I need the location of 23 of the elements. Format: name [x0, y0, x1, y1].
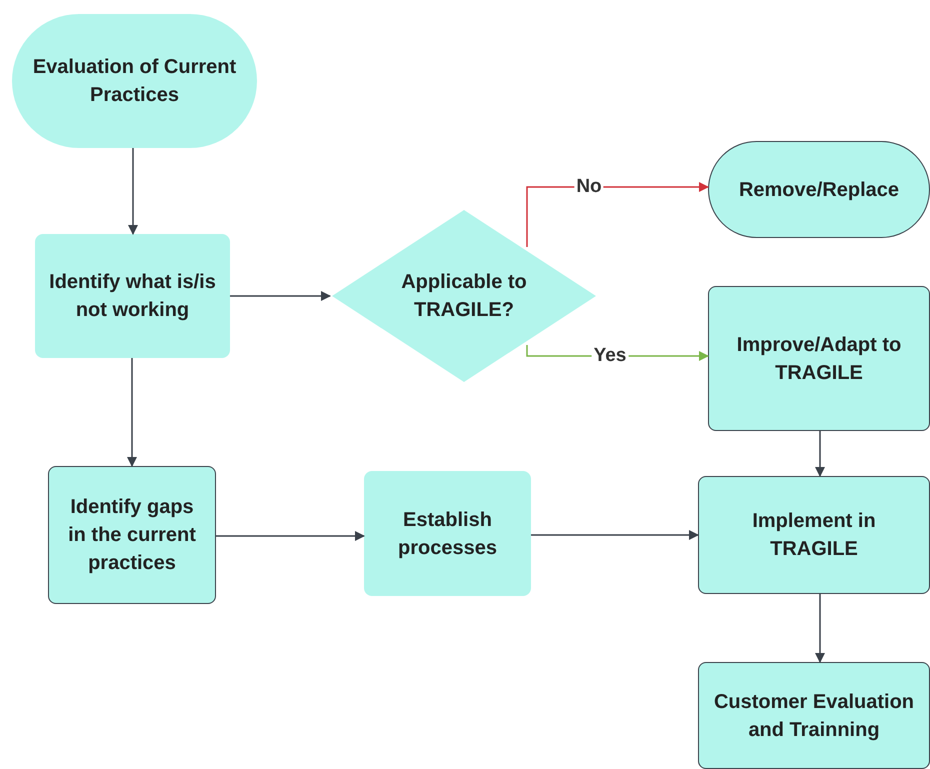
arrow: [815, 594, 825, 663]
node-text: Improve/Adapt to TRAGILE: [736, 332, 902, 386]
node-text: Establish processes: [397, 508, 498, 560]
arrow: [216, 531, 365, 541]
node-text: Identify what is/is not working: [48, 270, 217, 323]
arrow: [230, 291, 331, 301]
node-text: Applicable to TRAGILE?: [400, 270, 528, 323]
process-box: [698, 476, 930, 594]
terminal-shape: [708, 141, 930, 238]
arrow: [127, 358, 137, 467]
arrow: [815, 431, 825, 477]
node-text: Identify gaps in the current practices: [67, 495, 197, 576]
process-box: [698, 662, 930, 769]
node-text: Evaluation of Current Practices: [32, 55, 238, 108]
node-text: Remove/Replace: [738, 178, 900, 202]
arrow: [531, 530, 699, 540]
process-box: [708, 286, 930, 431]
process-box: [35, 234, 230, 358]
node-text: Customer Evaluation and Trainning: [712, 690, 916, 742]
node-text: Implement in TRAGILE: [751, 509, 877, 562]
process-box: [48, 466, 216, 604]
arrow: [128, 148, 138, 235]
process-box: [364, 471, 531, 596]
